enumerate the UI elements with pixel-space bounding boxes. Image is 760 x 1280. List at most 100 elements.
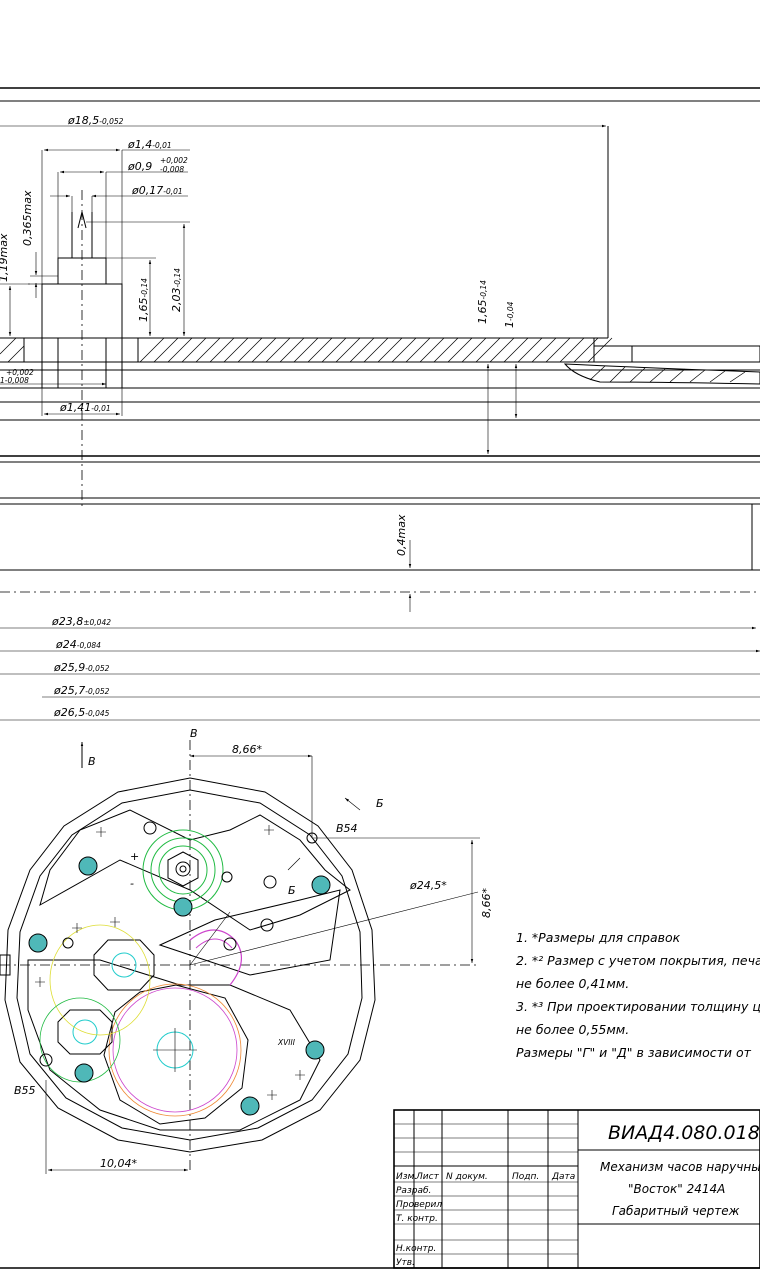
dim-w10-04: 10,04* xyxy=(100,1157,137,1170)
dim-d0-9-tol-up: +0,002 xyxy=(160,156,188,165)
label-b54: В54 xyxy=(336,822,358,835)
hatch-line xyxy=(489,337,515,363)
dim-d25-9: ø25,9-0,052 xyxy=(53,661,110,674)
label-view-b1: В xyxy=(190,727,198,740)
hatch-line xyxy=(545,337,571,363)
dim-h0-365: 0,365max xyxy=(21,190,34,246)
hatch-line xyxy=(587,337,613,363)
note-line-3: не более 0,41мм. xyxy=(516,976,629,991)
dim-d0-9-tol-dn: -0,008 xyxy=(160,165,184,174)
hdr-podp: Подп. xyxy=(512,1172,539,1182)
view-labels: В В Б Б В54 В55 XVIII + - xyxy=(14,727,384,1097)
row-utv: Утв. xyxy=(396,1258,415,1268)
dim-left-tol-dn: 1-0,008 xyxy=(0,376,29,385)
title-block: ВИАД4.080.018ГЧ Механизм часов наручных … xyxy=(393,1109,760,1269)
label-plus: + xyxy=(130,850,139,863)
movement-plan-view xyxy=(0,740,480,1174)
dim-h0-4: 0,4max xyxy=(395,514,408,556)
note-line-2: 2. *² Размер с учетом покрытия, печа xyxy=(516,953,760,968)
note-line-6: Размеры "Г" и "Д" в зависимости от xyxy=(516,1045,752,1060)
label-view-b-arrow: Б xyxy=(376,797,384,810)
hatch-main xyxy=(139,337,613,363)
dim-w8-66: 8,66* xyxy=(232,743,262,756)
dim-d0-9: ø0,9 xyxy=(127,160,152,173)
hatching xyxy=(0,337,25,363)
dim-d23-8: ø23,8±0,042 xyxy=(51,615,111,628)
label-minus: - xyxy=(130,877,134,890)
hatch-line xyxy=(139,337,165,363)
hatch-line xyxy=(447,337,473,363)
dial-section xyxy=(0,497,760,721)
dim-h2-03: 2,03-0,14 xyxy=(170,268,183,312)
hatch-line xyxy=(363,337,389,363)
hatch-line xyxy=(153,337,179,363)
note-line-4: 3. *³ При проектировании толщину ци xyxy=(516,999,760,1014)
dim-h1-19: 1,19max xyxy=(0,233,10,282)
hatch-line xyxy=(377,337,403,363)
holes xyxy=(39,821,318,1067)
section-view xyxy=(0,126,760,510)
label-xviii: XVIII xyxy=(277,1038,296,1047)
name-line-1: Механизм часов наручных xyxy=(600,1160,760,1174)
hatch-line xyxy=(433,337,459,363)
label-view-b-small: Б xyxy=(288,884,296,897)
hdr-data: Дата xyxy=(551,1172,575,1182)
dim-left-tol-up: +0,002 xyxy=(6,368,34,377)
hatch-line xyxy=(307,337,333,363)
hatch-line xyxy=(209,337,235,363)
hdr-ndoc: N докум. xyxy=(446,1172,488,1182)
dim-h1: 1-0,04 xyxy=(503,301,516,328)
name-line-3: Габаритный чертеж xyxy=(612,1204,740,1218)
name-line-2: "Восток" 2414А xyxy=(628,1182,725,1196)
hatch-line xyxy=(475,337,501,363)
dim-d26-5: ø26,5-0,045 xyxy=(53,706,110,719)
hatch-line xyxy=(349,337,375,363)
dim-d1-4: ø1,4-0,01 xyxy=(127,138,172,151)
dim-d1-41: ø1,41-0,01 xyxy=(59,401,111,414)
hatch-line xyxy=(251,337,277,363)
hatch-line xyxy=(167,337,193,363)
dim-d0-17: ø0,17-0,01 xyxy=(131,184,183,197)
hatch-line xyxy=(195,337,221,363)
dim-d24-5: ø24,5* xyxy=(409,879,447,892)
dimension-texts: ø18,5-0,052 ø1,4-0,01 ø0,9 +0,002 -0,008… xyxy=(0,114,516,1170)
note-line-1: 1. *Размеры для справок xyxy=(516,930,681,945)
hatch-line xyxy=(237,337,263,363)
label-view-b2: В xyxy=(88,755,96,768)
row-tkontr: Т. контр. xyxy=(396,1214,438,1224)
hatch-line xyxy=(573,337,599,363)
section-dimensions xyxy=(0,124,606,454)
dim-v8-66: 8,66* xyxy=(480,888,493,918)
hdr-izm: Изм. xyxy=(396,1172,417,1182)
label-b55: В55 xyxy=(14,1084,36,1097)
hatch-line xyxy=(559,337,585,363)
hatch-line xyxy=(335,337,361,363)
crescent-hatch xyxy=(589,365,746,383)
row-nkontr: Н.контр. xyxy=(396,1244,436,1254)
screws xyxy=(28,856,331,1116)
hatch-line xyxy=(223,337,249,363)
notes: 1. *Размеры для справок 2. *² Размер с у… xyxy=(516,930,760,1060)
sheet-frame xyxy=(0,87,760,1269)
hatch-line xyxy=(181,337,207,363)
hatch-line xyxy=(517,337,543,363)
doc-number: ВИАД4.080.018ГЧ xyxy=(608,1122,760,1144)
pin-crosses xyxy=(35,825,305,1100)
hatch-line xyxy=(405,337,431,363)
row-razrab: Разраб. xyxy=(396,1186,431,1196)
note-line-5: не более 0,55мм. xyxy=(516,1022,629,1037)
dim-h1-65b: 1,65-0,14 xyxy=(476,280,489,324)
hatch-line xyxy=(265,337,291,363)
dim-d18-5: ø18,5-0,052 xyxy=(67,114,124,127)
hatch-line xyxy=(531,337,557,363)
hatch-line xyxy=(503,337,529,363)
hdr-list: Лист xyxy=(415,1172,440,1182)
hatch-line xyxy=(293,337,319,363)
dim-d24: ø24-0,084 xyxy=(55,638,101,651)
hatch-line xyxy=(461,337,487,363)
hatch-line xyxy=(279,337,305,363)
hatch-line xyxy=(321,337,347,363)
hatch-line xyxy=(419,337,445,363)
